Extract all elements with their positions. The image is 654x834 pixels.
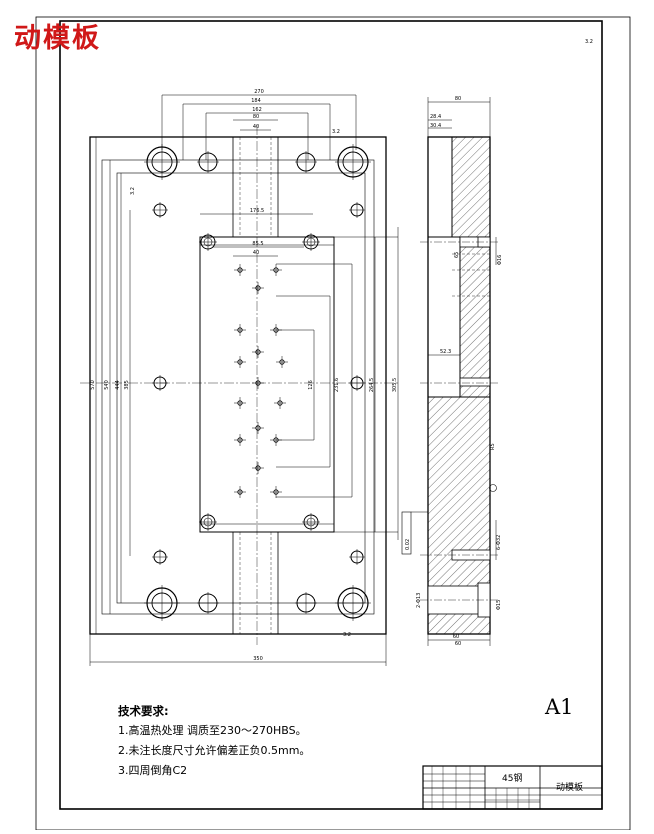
top-dim-lines: [95, 94, 399, 634]
callout-label: Φ16: [497, 255, 503, 265]
side-bore: [459, 377, 491, 387]
callout-label: 6-Φ32: [496, 535, 502, 550]
callout-label: Φ15: [496, 600, 502, 610]
inner-outline-2: [116, 172, 366, 604]
sheet-size-label: A1: [545, 695, 574, 719]
dim-label: 60: [453, 634, 459, 640]
dim-label: 60: [455, 641, 461, 647]
part-name-label: 动模板: [556, 783, 584, 793]
technical-requirements: 技术要求: 1.高温热处理 调质至230～270HBS。 2.未注长度尺寸允许偏…: [118, 701, 310, 781]
note-item: 1.高温热处理 调质至230～270HBS。: [118, 724, 307, 737]
callout-label: R5: [490, 443, 496, 450]
dim-label: 264.5: [369, 378, 375, 392]
tolerance-frame: [401, 511, 412, 555]
cavity-pocket: [199, 236, 335, 533]
notes-heading: 技术要求:: [118, 704, 169, 718]
dim-label: 305.5: [392, 378, 398, 392]
drawing-title: 动模板: [14, 23, 101, 54]
dim-label: 40: [253, 250, 259, 256]
front-view-holes: [144, 144, 371, 621]
dim-label: 40: [253, 124, 259, 130]
dim-label: 270: [254, 89, 264, 95]
dim-label: 80: [253, 114, 259, 120]
dim-label: 30.4: [430, 123, 441, 129]
dim-label: 570: [90, 380, 96, 390]
roughness-label: 3.2: [332, 129, 340, 135]
title-block: [422, 765, 603, 810]
roughness-label: 3.2: [343, 632, 351, 638]
material-label: 45钢: [502, 774, 523, 784]
note-item: 2.未注长度尺寸允许偏差正负0.5mm。: [118, 744, 311, 757]
dim-label: 65: [454, 252, 460, 258]
dim-label: 184: [251, 98, 261, 104]
dim-label: 350: [253, 656, 263, 662]
callout-label: 2-Φ13: [416, 593, 422, 608]
side-hatch-upper: [452, 137, 490, 237]
plate-outline: [89, 136, 387, 635]
tolerance-label: 0.02: [405, 539, 411, 550]
dim-label: 540: [104, 380, 110, 390]
dim-label: 126: [308, 380, 314, 390]
front-view: [80, 94, 399, 666]
dim-label: 162: [252, 107, 262, 113]
inner-border: [59, 20, 603, 810]
side-hatch-mid: [460, 237, 490, 397]
title-block-frame: [422, 765, 603, 810]
roughness-label: 3.2: [585, 39, 593, 45]
dim-label: 85.5: [252, 241, 263, 247]
side-bore: [451, 549, 491, 561]
dim-label: 231.6: [334, 378, 340, 392]
dim-label: 28.4: [430, 114, 441, 120]
note-item: 3.四周倒角C2: [118, 764, 188, 777]
roughness-label: 3.2: [130, 187, 136, 195]
inner-outline-1: [101, 159, 375, 615]
dim-label: 80: [455, 96, 461, 102]
dim-label: 176.5: [250, 208, 264, 214]
dim-label: 385: [124, 380, 130, 390]
dim-label: 52.3: [440, 349, 451, 355]
dimension-labels: 270 184 162 80 40 176.5 85.5 40 570 540 …: [90, 39, 593, 662]
dim-label: 444: [115, 380, 121, 390]
side-view: [401, 97, 500, 646]
datum-circle: [489, 484, 497, 492]
